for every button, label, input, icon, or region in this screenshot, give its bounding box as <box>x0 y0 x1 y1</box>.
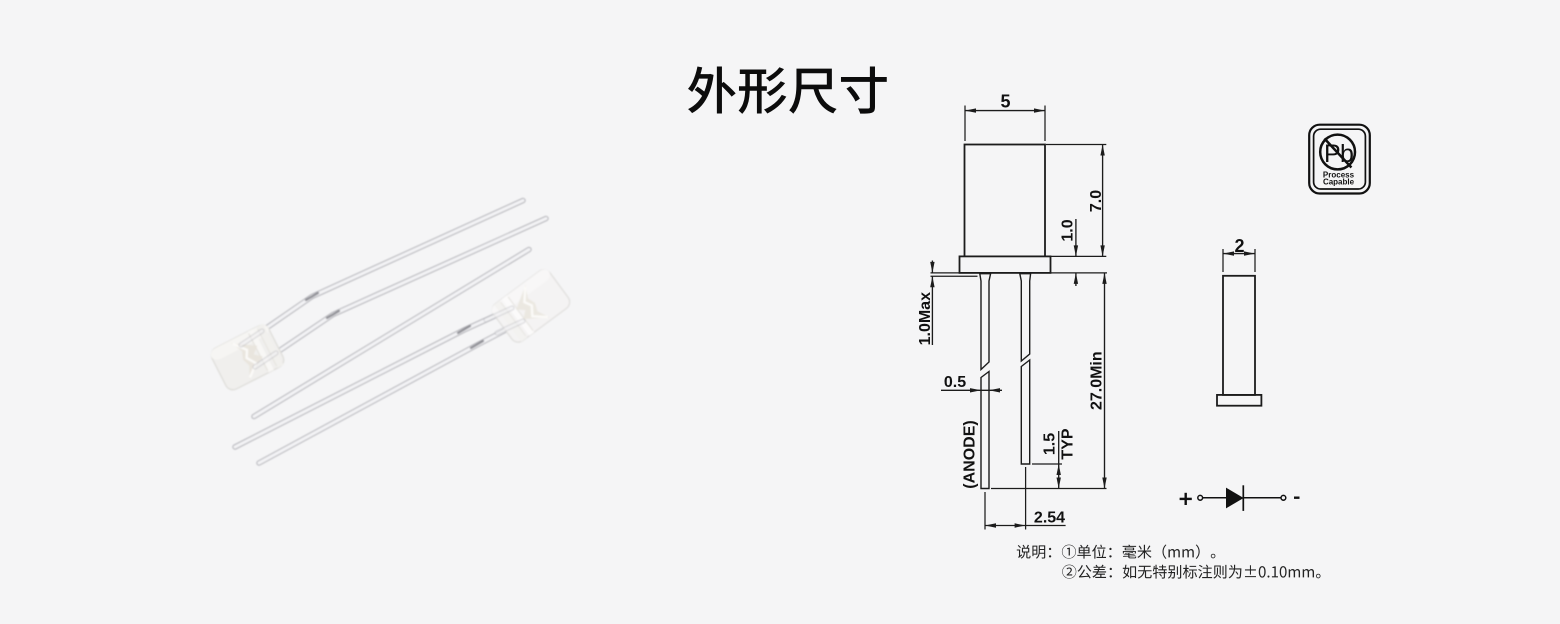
svg-text:27.0Min: 27.0Min <box>1088 351 1105 410</box>
svg-text:Process: Process <box>1323 170 1355 179</box>
svg-text:0.5: 0.5 <box>944 374 966 391</box>
svg-text:7.0: 7.0 <box>1088 190 1105 212</box>
svg-text:Pb: Pb <box>1324 140 1353 168</box>
svg-text:(ANODE): (ANODE) <box>962 420 979 488</box>
svg-text:5: 5 <box>1000 92 1010 112</box>
svg-text:Capable: Capable <box>1323 178 1355 187</box>
svg-text:TYP: TYP <box>1059 428 1076 459</box>
svg-text:1.0: 1.0 <box>1059 219 1076 241</box>
svg-text:2.54: 2.54 <box>1034 510 1065 527</box>
svg-text:2: 2 <box>1234 236 1244 256</box>
svg-text:1.0Max: 1.0Max <box>917 292 934 345</box>
svg-text:1.5: 1.5 <box>1041 433 1058 455</box>
